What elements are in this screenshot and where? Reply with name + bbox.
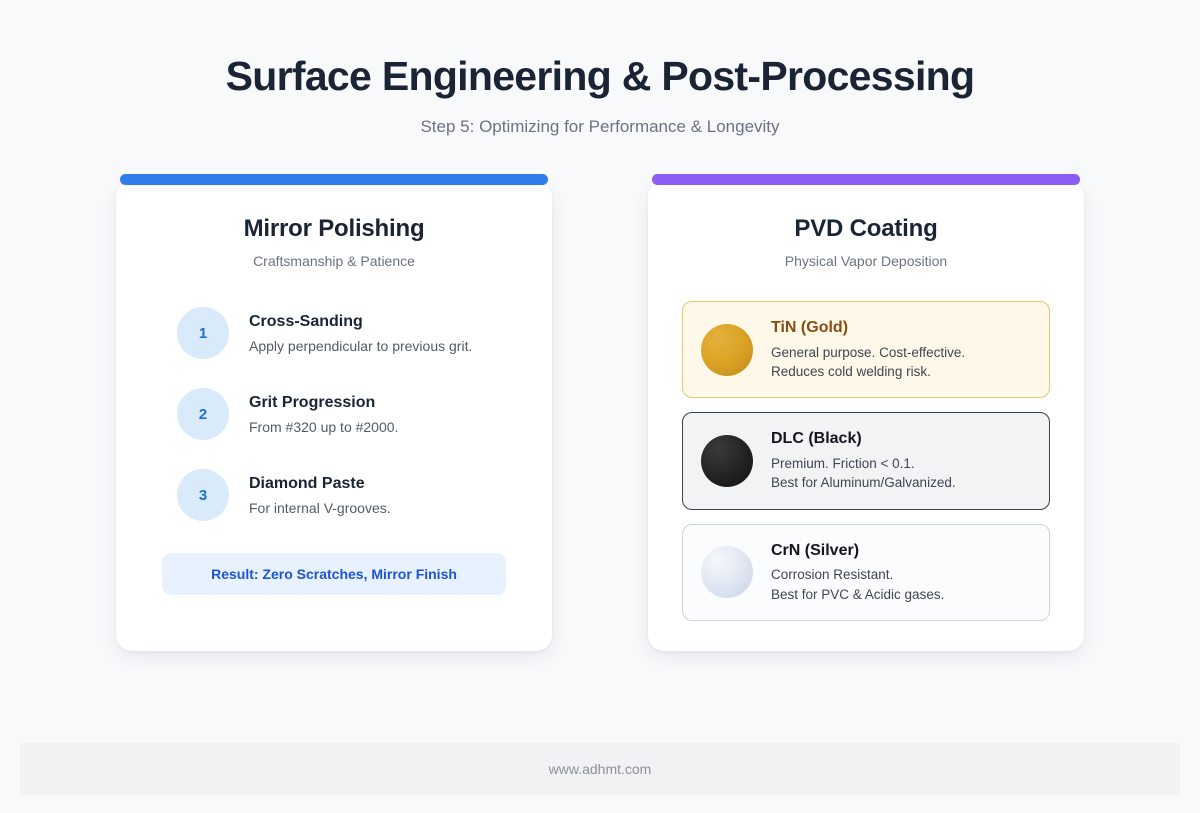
coating-description-line: Best for PVC & Acidic gases.: [771, 586, 945, 602]
gold-sphere-icon: [701, 323, 753, 376]
coating-description: General purpose. Cost-effective. Reduces…: [771, 343, 965, 381]
step-description: Apply perpendicular to previous grit.: [249, 337, 473, 354]
card-mirror-polishing: Mirror Polishing Craftsmanship & Patienc…: [116, 174, 552, 651]
list-item[interactable]: 1 Cross-Sanding Apply perpendicular to p…: [150, 307, 518, 360]
result-badge: Result: Zero Scratches, Mirror Finish: [162, 553, 506, 596]
card-accent-bar-purple: [652, 174, 1080, 186]
coating-title: DLC (Black): [771, 430, 862, 448]
card-title-pvd-coating: PVD Coating: [794, 215, 938, 243]
coating-title: CrN (Silver): [771, 541, 860, 559]
step-description: For internal V-grooves.: [249, 499, 391, 516]
coating-description: Premium. Friction < 0.1. Best for Alumin…: [771, 454, 956, 492]
page-title: Surface Engineering & Post-Processing: [225, 53, 975, 99]
list-item[interactable]: 3 Diamond Paste For internal V-grooves.: [150, 469, 518, 522]
coatings-list: TiN (Gold) General purpose. Cost-effecti…: [682, 301, 1050, 621]
step-title: Cross-Sanding: [249, 313, 363, 331]
page-header: Surface Engineering & Post-Processing St…: [0, 0, 1200, 137]
page-subtitle: Step 5: Optimizing for Performance & Lon…: [420, 117, 780, 137]
coating-description-line: Reduces cold welding risk.: [771, 364, 931, 380]
cards-container: Mirror Polishing Craftsmanship & Patienc…: [0, 174, 1200, 651]
step-title: Grit Progression: [249, 394, 376, 412]
list-item[interactable]: DLC (Black) Premium. Friction < 0.1. Bes…: [682, 412, 1050, 510]
coating-description-line: Corrosion Resistant.: [771, 567, 894, 583]
coating-title: TiN (Gold): [771, 319, 849, 337]
list-item[interactable]: 2 Grit Progression From #320 up to #2000…: [150, 388, 518, 441]
step-description: From #320 up to #2000.: [249, 418, 399, 435]
coating-body: CrN (Silver) Corrosion Resistant. Best f…: [771, 541, 944, 604]
step-number-badge: 2: [177, 388, 229, 441]
list-item[interactable]: CrN (Silver) Corrosion Resistant. Best f…: [682, 523, 1050, 621]
page-footer: www.adhmt.com: [20, 743, 1180, 795]
card-subtitle-pvd-coating: Physical Vapor Deposition: [784, 253, 948, 270]
coating-body: DLC (Black) Premium. Friction < 0.1. Bes…: [771, 429, 956, 492]
silver-sphere-icon: [701, 546, 753, 599]
card-pvd-coating: PVD Coating Physical Vapor Deposition Ti…: [648, 174, 1084, 651]
coating-description-line: Best for Aluminum/Galvanized.: [771, 475, 956, 491]
coating-description: Corrosion Resistant. Best for PVC & Acid…: [771, 565, 944, 603]
card-title-mirror-polishing: Mirror Polishing: [243, 215, 425, 243]
black-sphere-icon: [701, 435, 753, 488]
step-body: Grit Progression From #320 up to #2000.: [249, 392, 398, 437]
list-item[interactable]: TiN (Gold) General purpose. Cost-effecti…: [682, 301, 1050, 399]
step-title: Diamond Paste: [249, 475, 365, 493]
step-number-badge: 1: [177, 307, 229, 360]
step-number-badge: 3: [177, 469, 229, 522]
step-body: Cross-Sanding Apply perpendicular to pre…: [249, 311, 472, 356]
step-body: Diamond Paste For internal V-grooves.: [249, 473, 391, 518]
card-subtitle-mirror-polishing: Craftsmanship & Patience: [253, 253, 415, 270]
card-accent-bar-blue: [120, 174, 548, 186]
steps-list: 1 Cross-Sanding Apply perpendicular to p…: [150, 307, 518, 522]
coating-body: TiN (Gold) General purpose. Cost-effecti…: [771, 318, 965, 381]
coating-description-line: Premium. Friction < 0.1.: [771, 456, 915, 472]
coating-description-line: General purpose. Cost-effective.: [771, 345, 966, 361]
footer-url: www.adhmt.com: [548, 761, 652, 777]
